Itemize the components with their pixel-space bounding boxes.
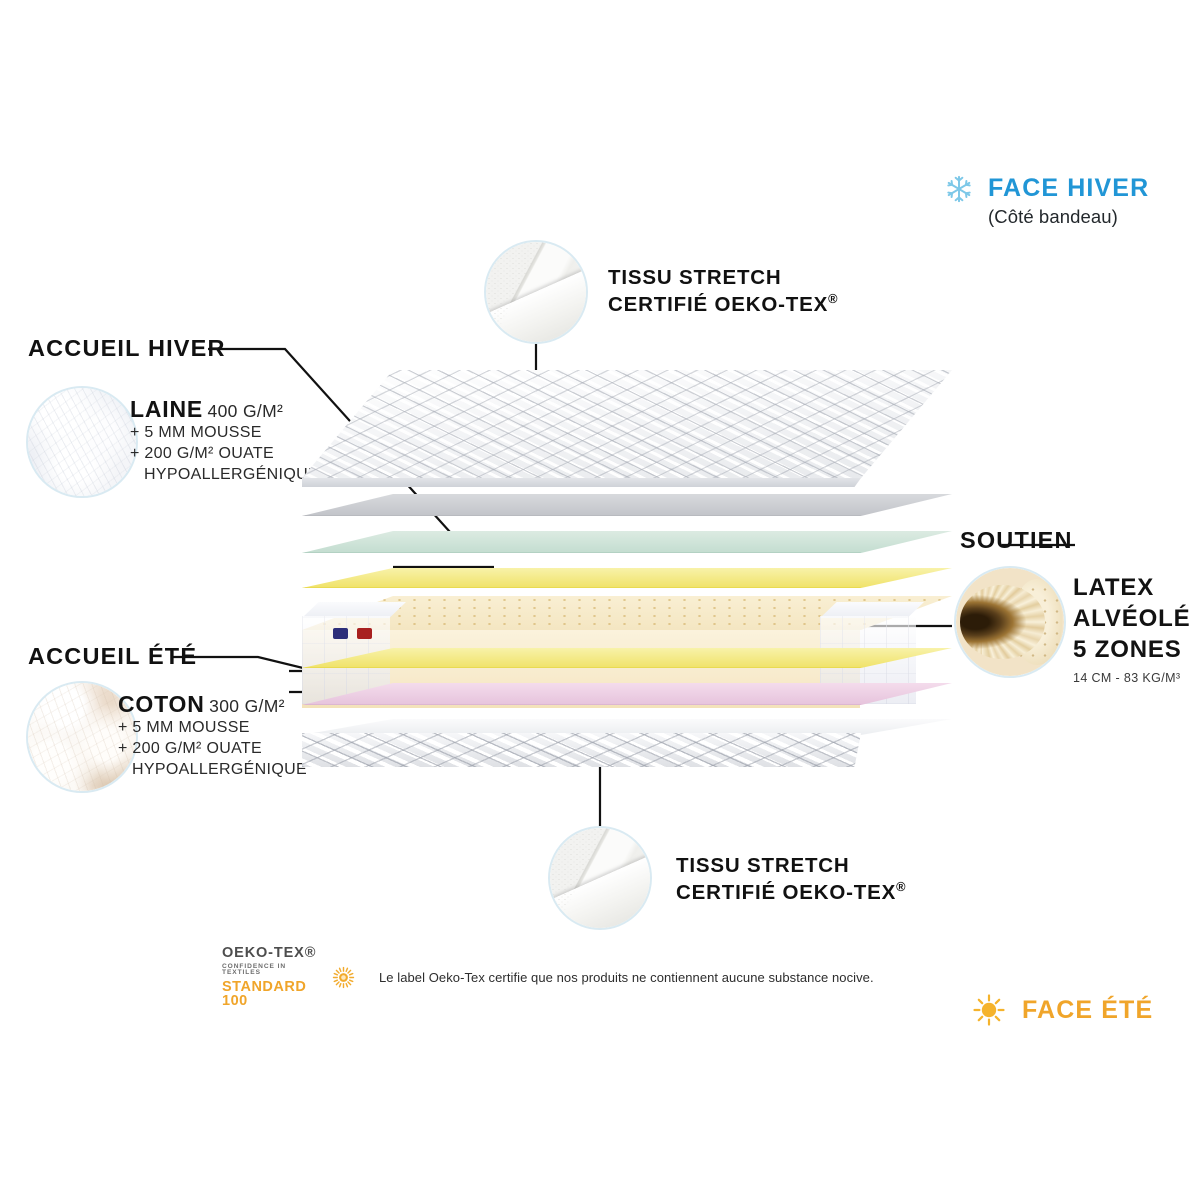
soutien-label: LATEX ALVÉOLÉ 5 ZONES 14 CM - 83 KG/M³ [1073, 572, 1190, 685]
tissu-stretch-top-swatch [484, 240, 588, 344]
accueil-hiver-label: LAINE 400 G/M² + 5 MM MOUSSE + 200 G/M² … [130, 396, 319, 485]
accueil-ete-label: COTON 300 G/M² + 5 MM MOUSSE + 200 G/M² … [118, 691, 307, 780]
cotton-detail-1: + 5 MM MOUSSE [118, 719, 250, 736]
oeko-tex-standard: STANDARD 100 [222, 978, 307, 1010]
face-hiver-title: FACE HIVER [988, 174, 1150, 202]
face-ete-badge: FACE ÉTÉ [972, 993, 1153, 1027]
face-hiver-subtitle: (Côté bandeau) [988, 206, 1118, 227]
latex-swatch [954, 566, 1066, 678]
oeko-tex-brand: OEKO-TEX® [222, 945, 317, 961]
cotton-detail-3: HYPOALLERGÉNIQUE [132, 760, 307, 778]
oeko-tex-footer: OEKO-TEX® CONFIDENCE IN TEXTILES STANDAR… [222, 946, 874, 1009]
tissu-stretch-bottom-line2-wrap: CERTIFIÉ OEKO-TEX® [676, 879, 906, 906]
cotton-detail-2: + 200 G/M² OUATE [118, 739, 262, 757]
wool-grammage: 400 G/M² [207, 401, 284, 421]
tissu-stretch-top-line2: CERTIFIÉ OEKO-TEX [608, 293, 829, 317]
registered-mark-top: ® [828, 291, 839, 307]
wool-material: LAINE [130, 396, 204, 422]
tissu-stretch-bottom-label: TISSU STRETCH CERTIFIÉ OEKO-TEX® [676, 852, 906, 906]
snowflake-icon [947, 175, 971, 203]
wool-detail-2: + 200 G/M² OUATE [130, 444, 274, 462]
accueil-hiver-title: ACCUEIL HIVER [28, 335, 226, 361]
mattress-stack [280, 360, 980, 780]
accueil-ete-title: ACCUEIL ÉTÉ [28, 643, 198, 669]
latex-line-2: ALVÉOLÉ [1073, 605, 1191, 633]
layer-ouate-grey [302, 494, 952, 516]
tissu-stretch-bottom-swatch [548, 826, 652, 930]
cotton-swatch [26, 681, 138, 793]
tissu-stretch-bottom-line2: CERTIFIÉ OEKO-TEX [676, 881, 897, 905]
sun-icon [973, 994, 1005, 1026]
tag-red [357, 628, 372, 639]
tissu-stretch-top-line2-wrap: CERTIFIÉ OEKO-TEX® [608, 291, 838, 318]
latex-line-3: 5 ZONES [1073, 636, 1182, 664]
cotton-material: COTON [118, 691, 205, 717]
layer-mousse-mint [302, 531, 952, 553]
face-hiver-badge: FACE HIVER (Côté bandeau) [944, 172, 1149, 228]
latex-spec: 14 CM - 83 KG/M³ [1073, 670, 1181, 685]
latex-line-1: LATEX [1073, 574, 1155, 601]
tissu-stretch-top-label: TISSU STRETCH CERTIFIÉ OEKO-TEX® [608, 264, 838, 318]
face-ete-title: FACE ÉTÉ [1022, 995, 1154, 1024]
layer-laine-yellow [302, 568, 952, 588]
wool-detail-1: + 5 MM MOUSSE [130, 424, 262, 441]
tissu-stretch-bottom-line1: TISSU STRETCH [676, 854, 850, 877]
soutien-title: SOUTIEN [960, 527, 1073, 553]
wool-detail-3: HYPOALLERGÉNIQUE [144, 465, 319, 483]
cotton-grammage: 300 G/M² [209, 696, 285, 716]
wool-swatch [26, 386, 138, 498]
registered-mark-bottom: ® [896, 879, 907, 895]
tag-blue [333, 628, 348, 639]
oeko-tex-flower-icon [332, 966, 355, 989]
oeko-tex-logo: OEKO-TEX® CONFIDENCE IN TEXTILES STANDAR… [222, 946, 322, 1009]
layer-coton-yellow [302, 648, 952, 668]
tissu-stretch-top-line1: TISSU STRETCH [608, 266, 782, 289]
oeko-tex-note: Le label Oeko-Tex certifie que nos produ… [379, 969, 874, 985]
oeko-tex-tagline: CONFIDENCE IN TEXTILES [222, 962, 287, 977]
layer-mousse-pink [302, 683, 952, 705]
